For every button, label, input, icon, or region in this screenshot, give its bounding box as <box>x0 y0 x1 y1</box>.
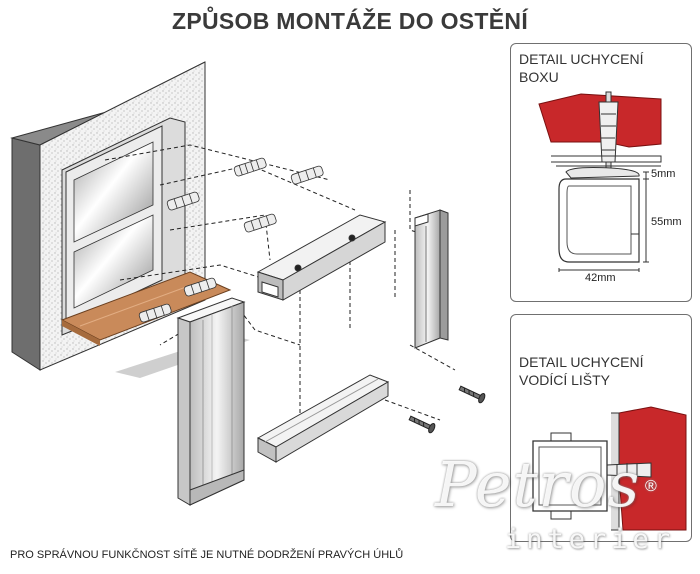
dim-55mm: 55mm <box>651 216 682 228</box>
wall-plugs <box>138 157 324 323</box>
guide-rail-vertical <box>414 209 449 349</box>
wall-side <box>11 137 41 371</box>
main-illustration <box>10 61 486 506</box>
box-cassette <box>176 297 246 506</box>
detail-panel-box: DETAIL UCHYCENÍ BOXU 5mm 55mm 42mm <box>510 43 692 302</box>
detail-box-label: DETAIL UCHYCENÍ BOXU <box>519 51 644 85</box>
rail-section-drawing <box>532 406 687 531</box>
detail-panel-rail: DETAIL UCHYCENÍ VODÍCÍ LIŠTY <box>510 314 692 542</box>
footer-note: PRO SPRÁVNOU FUNKČNOST SÍTĚ JE NUTNÉ DOD… <box>10 549 404 561</box>
dim-5mm: 5mm <box>651 168 676 180</box>
box-section-drawing <box>538 91 662 272</box>
detail-rail-label: DETAIL UCHYCENÍ VODÍCÍ LIŠTY <box>519 354 644 388</box>
dim-42mm: 42mm <box>585 272 616 284</box>
screws <box>408 385 486 434</box>
window-glass-lower <box>73 214 154 309</box>
page-title: ZPŮSOB MONTÁŽE DO OSTĚNÍ <box>171 8 529 34</box>
window-glass-upper <box>73 141 154 243</box>
bottom-channel <box>256 374 390 463</box>
box-profile <box>256 214 387 301</box>
projection-lines <box>104 144 456 421</box>
